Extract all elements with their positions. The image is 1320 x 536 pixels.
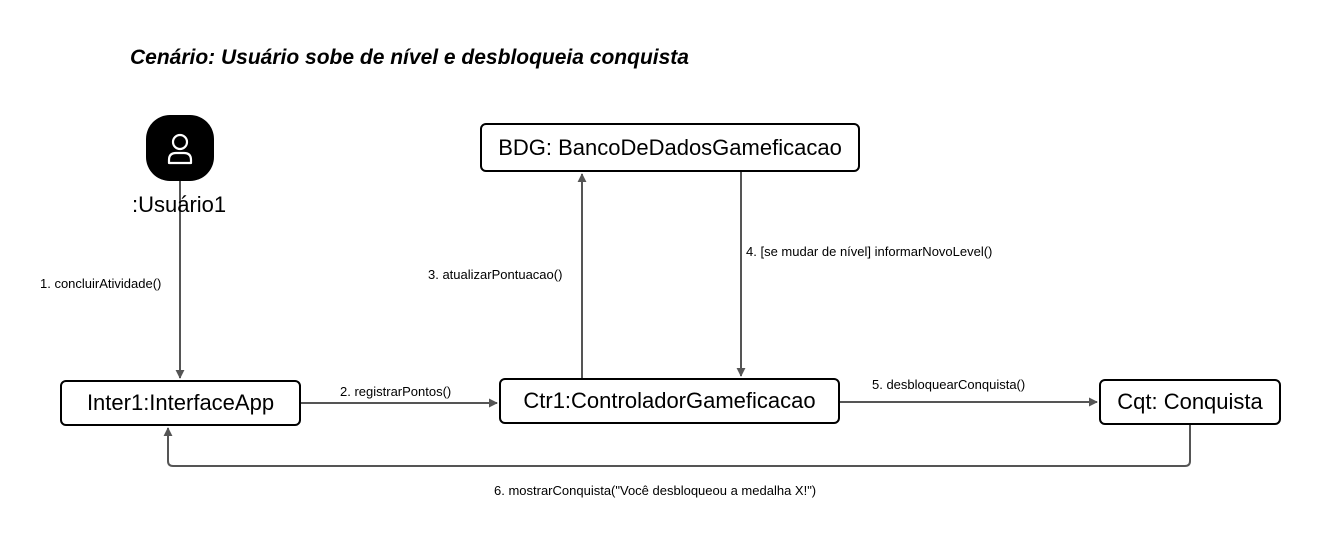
- message-6-label: 6. mostrarConquista("Você desbloqueou a …: [494, 483, 817, 498]
- message-4-label: 4. [se mudar de nível] informarNovoLevel…: [746, 244, 993, 259]
- object-cqt-label: Cqt: Conquista: [1117, 389, 1263, 414]
- user-icon: [167, 133, 193, 165]
- object-bdg-box: BDG: BancoDeDadosGameficacao: [480, 123, 860, 172]
- message-6-arrow: [163, 425, 1191, 467]
- object-ctr-box: Ctr1:ControladorGameficacao: [499, 378, 840, 424]
- object-bdg-label: BDG: BancoDeDadosGameficacao: [498, 134, 842, 160]
- actor-avatar: [146, 115, 214, 181]
- actor-label: :Usuário1: [132, 192, 227, 217]
- message-5-label: 5. desbloquearConquista(): [872, 377, 1026, 392]
- message-1-label: 1. concluirAtividade(): [40, 276, 162, 291]
- diagram-title: Cenário: Usuário sobe de nível e desbloq…: [130, 46, 689, 69]
- object-inter-box: Inter1:InterfaceApp: [60, 380, 301, 426]
- message-2-label: 2. registrarPontos(): [340, 384, 452, 399]
- object-inter-label: Inter1:InterfaceApp: [86, 390, 275, 415]
- object-cqt-box: Cqt: Conquista: [1099, 379, 1281, 425]
- object-ctr-label: Ctr1:ControladorGameficacao: [523, 388, 816, 413]
- message-3-label: 3. atualizarPontuacao(): [428, 267, 563, 282]
